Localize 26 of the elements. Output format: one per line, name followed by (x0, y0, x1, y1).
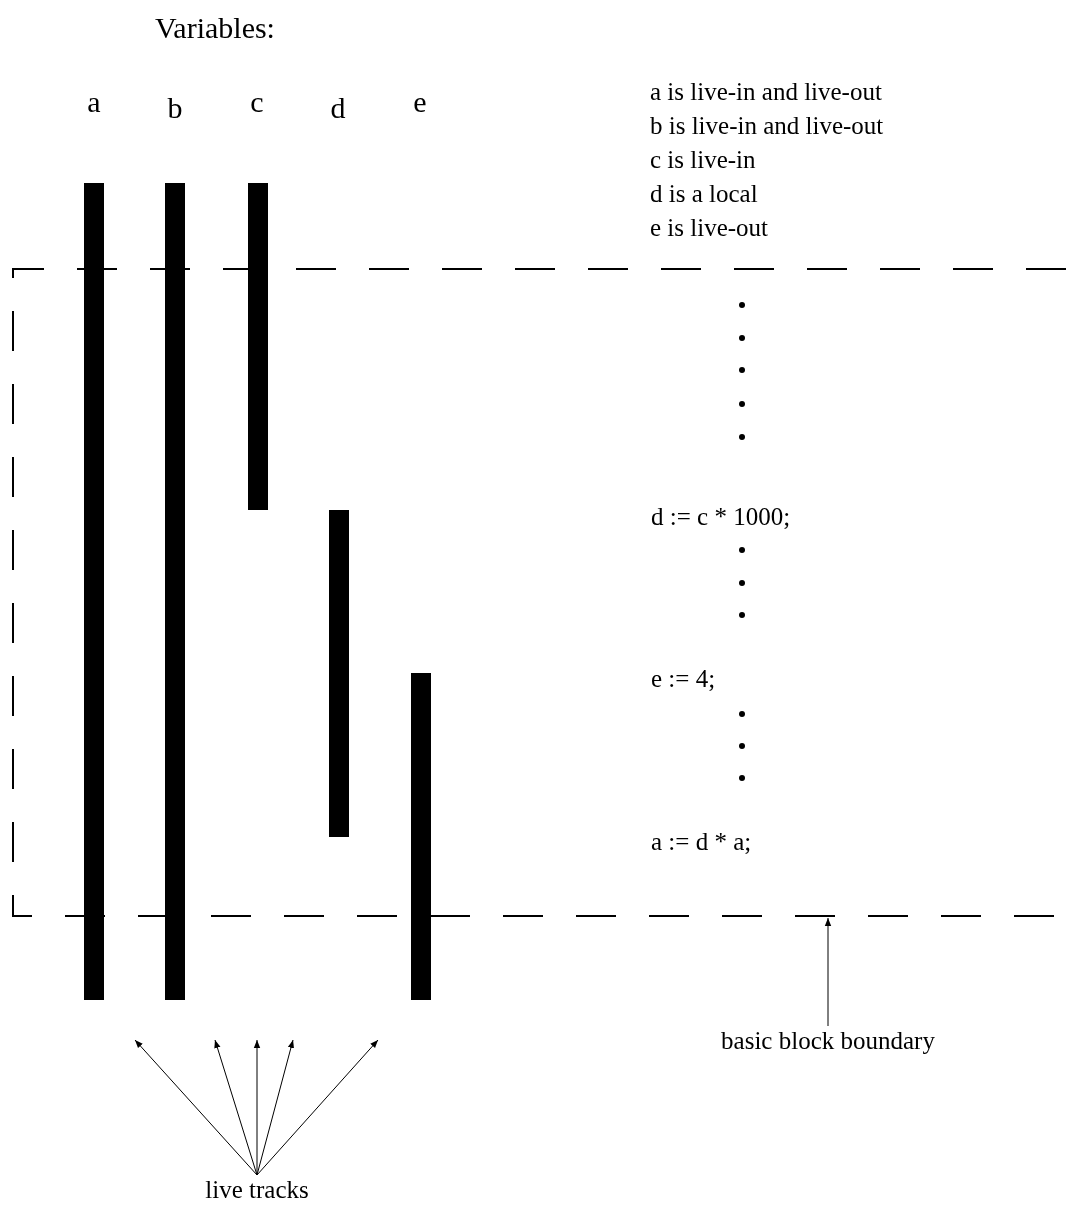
code-statement: e := 4; (651, 665, 716, 693)
variable-name: e (413, 88, 427, 116)
note-text: b is live-in and live-out (650, 112, 884, 140)
code-statement: a := d * a; (651, 828, 752, 856)
caption-text: live tracks (205, 1176, 309, 1204)
variable-name: d (330, 94, 346, 122)
caption-text: basic block boundary (721, 1027, 935, 1055)
note-text: d is a local (650, 180, 758, 208)
arrow (214, 1039, 258, 1176)
variable-name: a (87, 88, 101, 116)
live-range-bar (84, 183, 104, 1000)
arrow (256, 1039, 379, 1176)
heading: Variables: (155, 14, 275, 42)
note-text: c is live-in (650, 146, 756, 174)
note-text: a is live-in and live-out (650, 78, 882, 106)
live-range-bar (411, 673, 431, 1000)
note-text: e is live-out (650, 214, 769, 242)
variable-name: c (250, 88, 264, 116)
live-range-bar (329, 510, 349, 837)
live-range-bar (165, 183, 185, 1000)
code-statement: d := c * 1000; (651, 503, 791, 531)
live-range-bar (248, 183, 268, 510)
leader-line (824, 917, 832, 1027)
variable-name: b (167, 94, 183, 122)
arrow (256, 1039, 295, 1176)
arrow (134, 1039, 258, 1176)
